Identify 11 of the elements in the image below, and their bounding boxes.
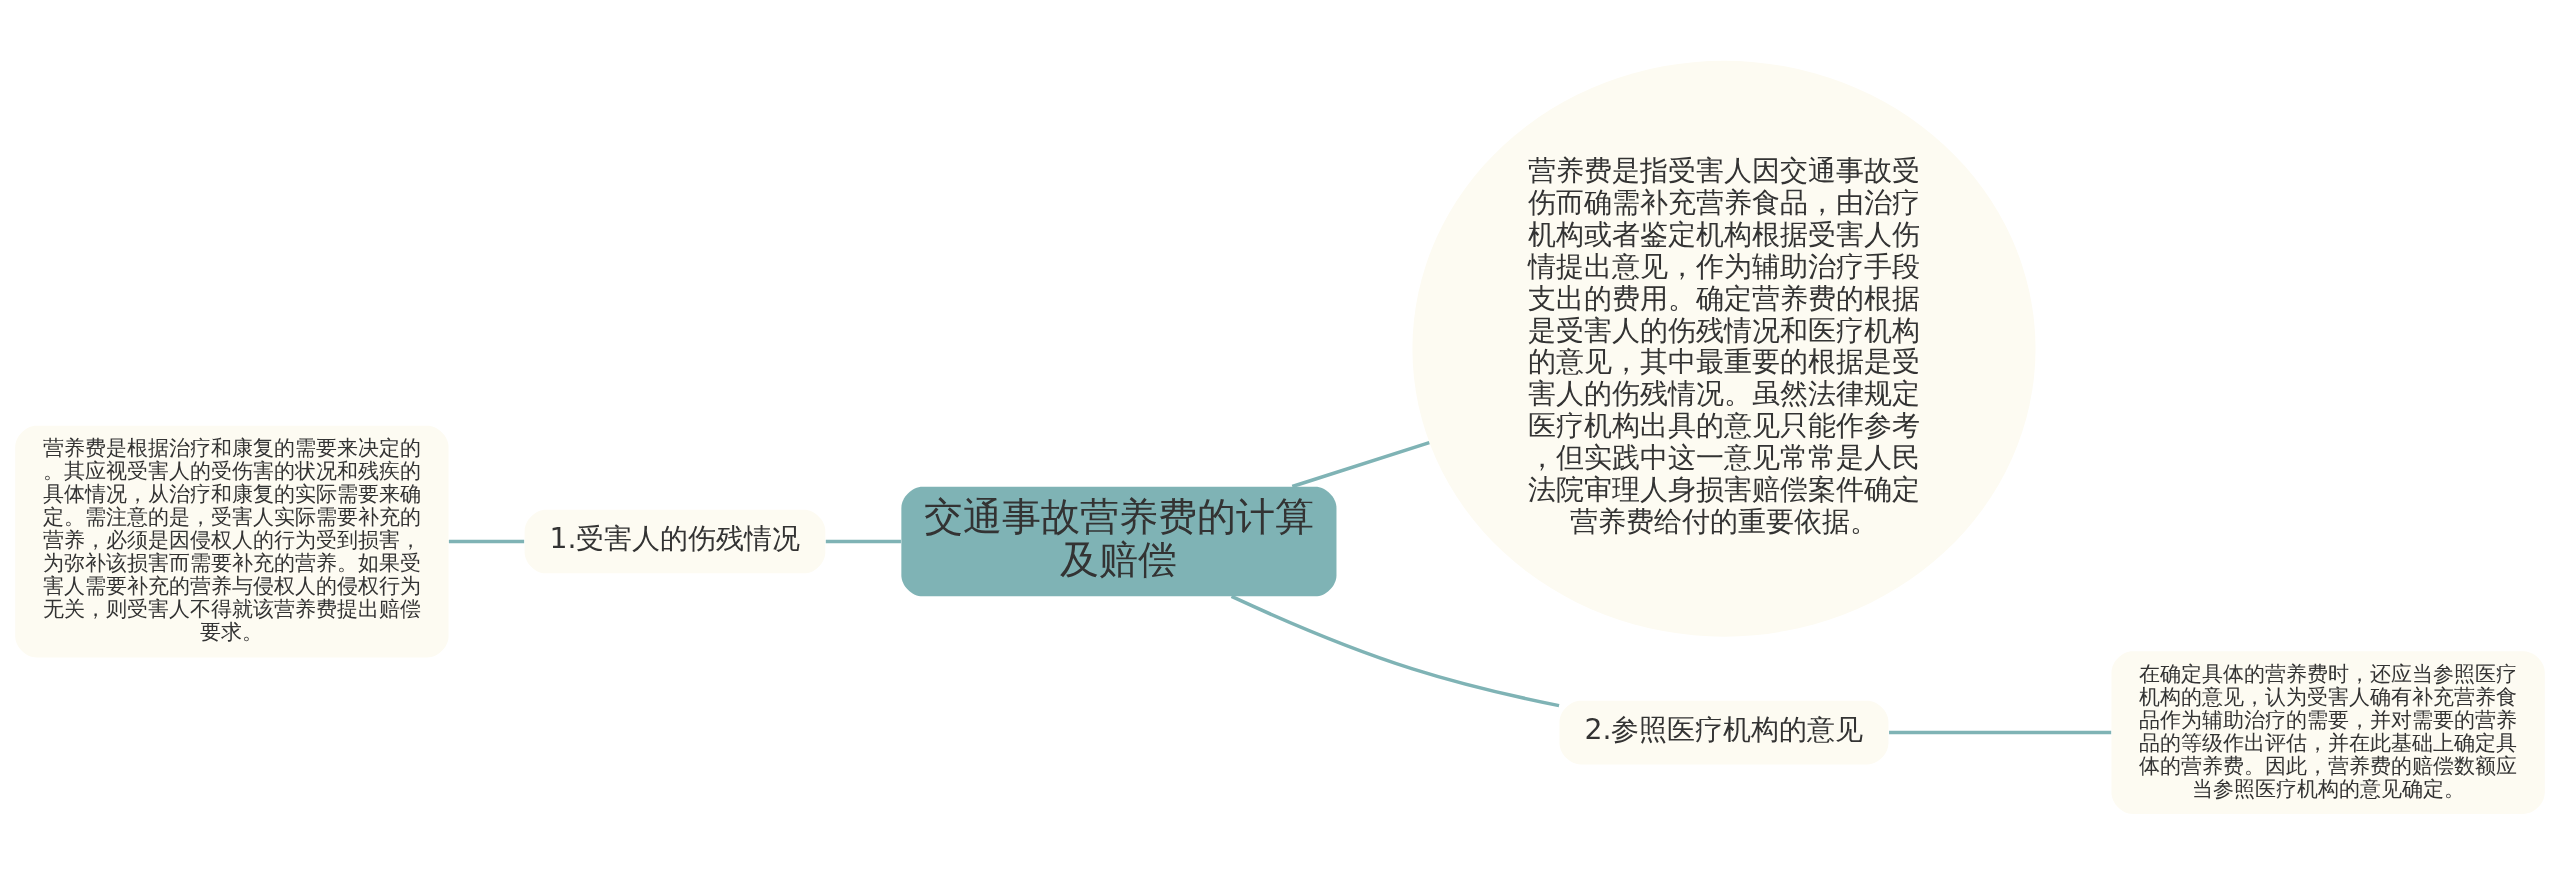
connector: [1889, 730, 2112, 734]
node-circle: 营养费是指受害人因交通事故受伤而确需补充营养食品，由治疗机构或者鉴定机构根据受害人伤情提出意见，作为辅助治疗手段支出的费用。确定营养费的根据是受害人的伤残情况和医疗机构的意见，其中最重要的根据是受害人的伤残情况。虽然法律规定医疗机构出具的意见只能作参考，但实践中这一意见常常是人民法院审理人身损害赔偿案件确定营养费给付的重要依据。: [1412, 60, 2036, 637]
connector: [1230, 594, 1560, 707]
connector: [448, 539, 525, 543]
node-box: 2.参照医疗机构的意见: [1559, 700, 1889, 764]
node-box: 1.受害人的伤残情况: [524, 509, 826, 573]
node-box: 在确定具体的营养费时，还应当参照医疗机构的意见，认为受害人确有补充营养食品作为辅助治疗的需要，并对需要的营养品的等级作出评估，并在此基础上确定具体的营养费。因此，营养费的赔偿数额应当参照医疗机构的意见确定。: [2111, 650, 2545, 814]
connector: [1291, 440, 1430, 488]
node-box: 营养费是根据治疗和康复的需要来决定的。其应视受害人的受伤害的状况和残疾的具体情况，从治疗和康复的实际需要来确定。需注意的是，受害人实际需要补充的营养，必须是因侵权人的行为受到损害，为弥补该损害而需要补充的营养。如果受害人需要补充的营养与侵权人的侵权行为无关，则受害人不得就该营养费提出赔偿要求。: [15, 425, 449, 657]
connector: [825, 539, 901, 543]
node-box: 交通事故营养费的计算及赔偿: [901, 486, 1337, 596]
